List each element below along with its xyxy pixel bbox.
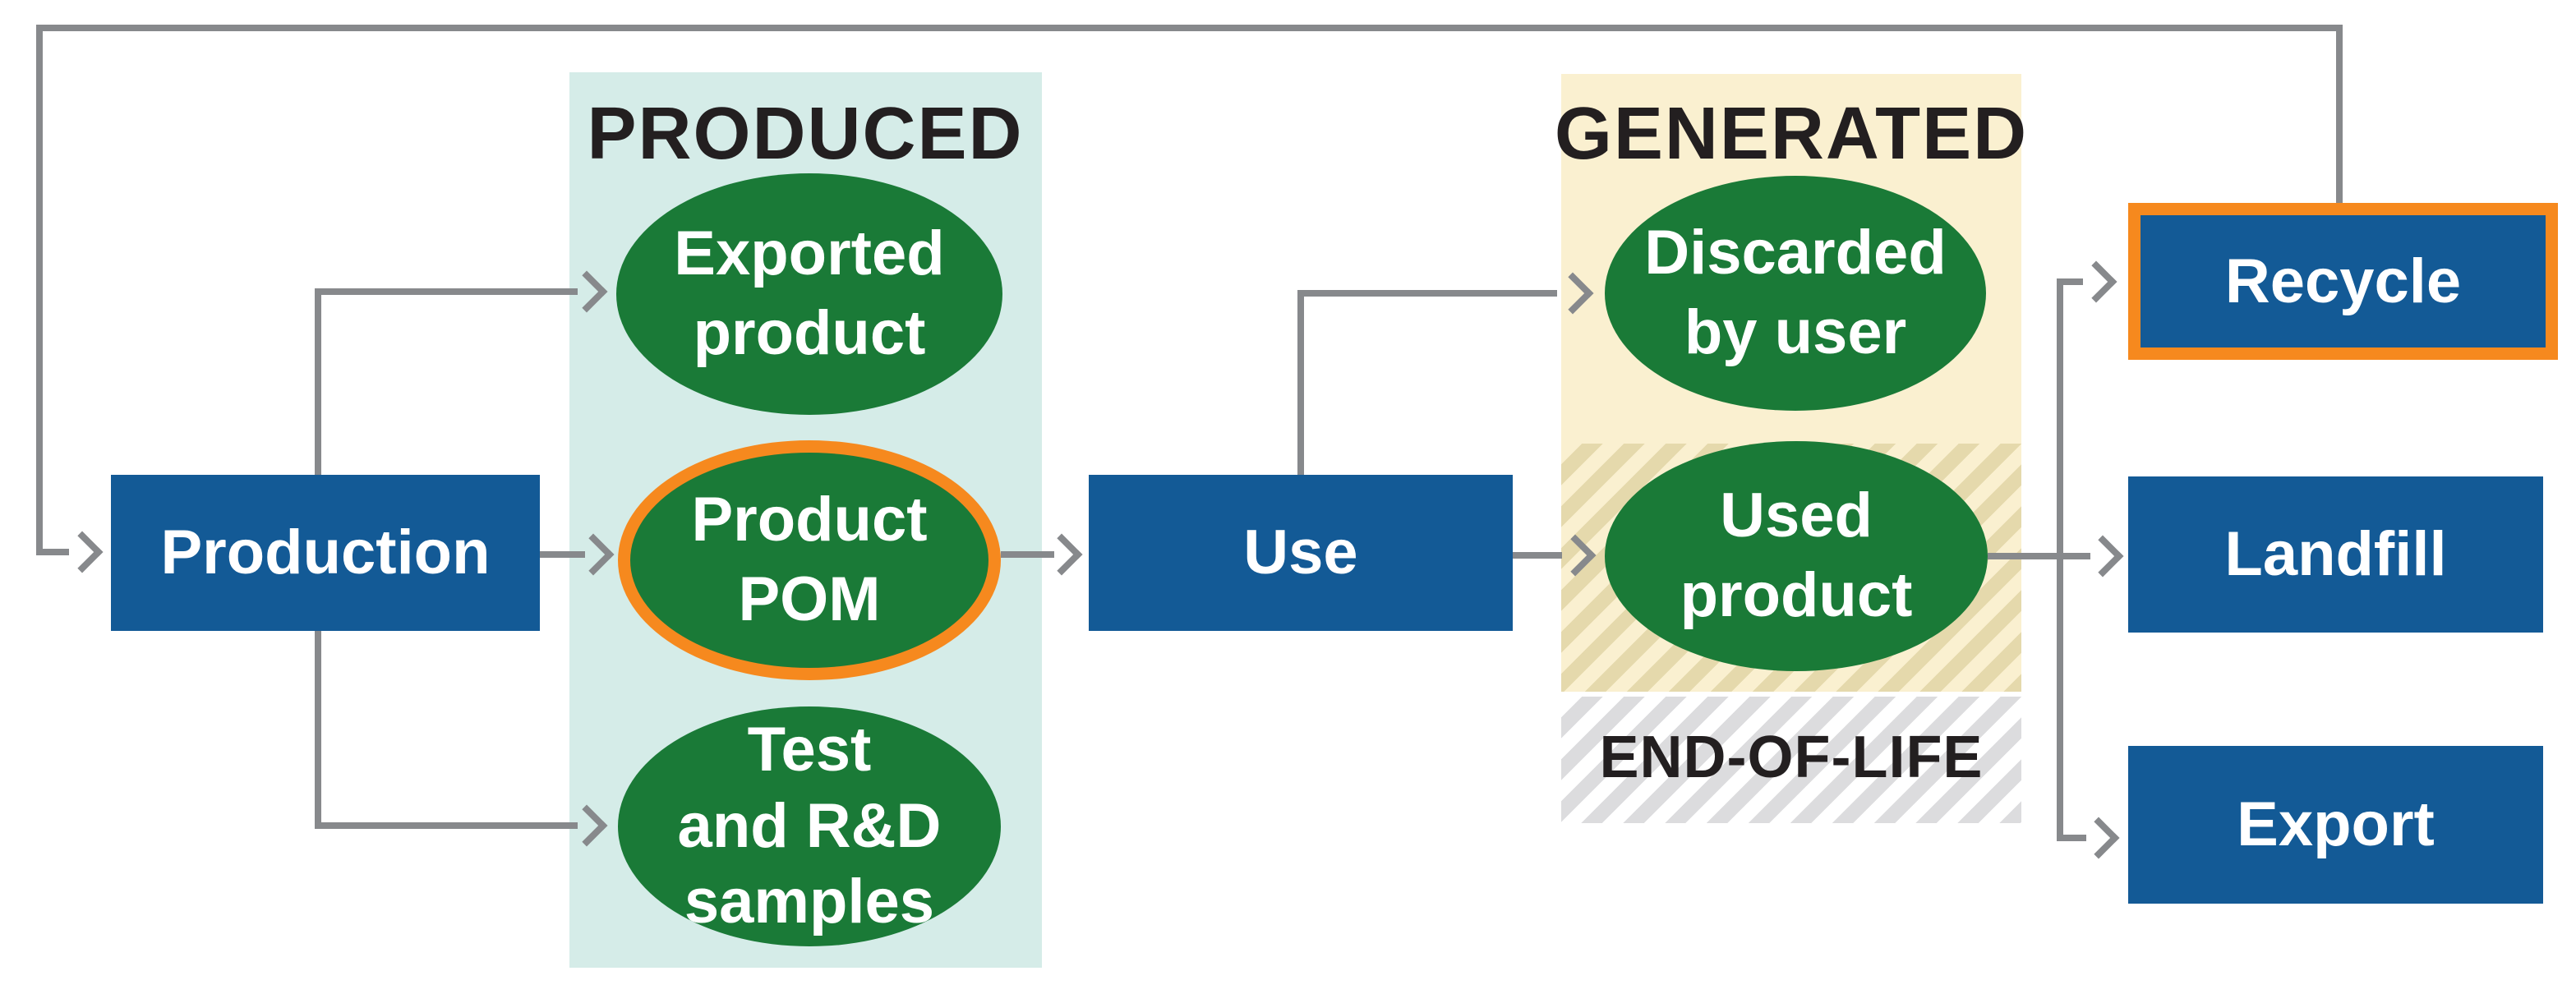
connector-production-up	[315, 288, 321, 475]
node-discarded-by-user: Discarded by user	[1605, 176, 1986, 411]
connector-to-discarded	[1297, 290, 1557, 297]
connector-into-production	[36, 549, 69, 555]
connector-to-export	[2057, 835, 2086, 841]
node-landfill: Landfill	[2128, 476, 2543, 633]
arrowhead-into-landfill-icon	[2081, 535, 2124, 578]
connector-to-exported	[315, 288, 578, 295]
arrowhead-into-export-icon	[2077, 817, 2120, 859]
connector-use-to-used	[1513, 552, 1562, 559]
connector-recycle-loop-top	[36, 25, 2343, 31]
node-used-product: Used product	[1605, 441, 1988, 671]
node-recycle-highlighted: Recycle	[2128, 203, 2558, 360]
node-use: Use	[1089, 475, 1513, 631]
connector-recycle-loop-left	[36, 25, 43, 555]
arrowhead-into-production-icon	[61, 531, 104, 573]
connector-production-down	[315, 631, 321, 826]
generated-title: GENERATED	[1554, 93, 2029, 175]
connector-used-to-landfill	[1988, 553, 2090, 559]
node-exported-product: Exported product	[616, 173, 1002, 415]
connector-use-up	[1297, 290, 1304, 475]
produced-title: PRODUCED	[587, 93, 1024, 175]
arrowhead-into-use-icon	[1040, 533, 1083, 576]
connector-to-recycle	[2057, 278, 2083, 285]
end-of-life-title: END-OF-LIFE	[1599, 725, 1984, 790]
node-test-rd-samples: Test and R&D samples	[618, 706, 1001, 946]
connector-production-to-pom	[540, 551, 585, 558]
arrowhead-into-recycle-icon	[2075, 260, 2117, 303]
connector-pom-to-use	[1001, 551, 1054, 558]
node-export: Export	[2128, 746, 2543, 904]
node-product-pom-highlighted: Product POM	[618, 440, 1001, 680]
node-production: Production	[111, 475, 540, 631]
end-of-life-band	[1561, 697, 2021, 823]
connector-to-test	[315, 822, 578, 829]
connector-recycle-loop-down	[2336, 25, 2343, 203]
connector-eol-branch	[2057, 278, 2063, 841]
